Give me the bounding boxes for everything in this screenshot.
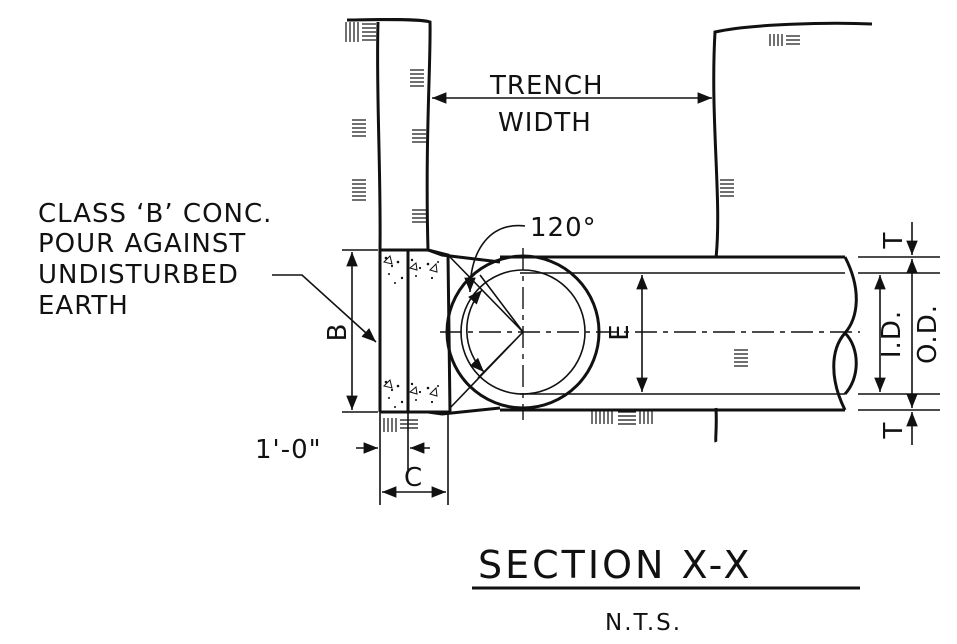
earth-hatching [345, 22, 800, 432]
dimension-od-label: O.D. [913, 304, 943, 364]
concrete-taper [427, 248, 452, 414]
trench-wall-right [712, 21, 873, 443]
angle-arc [466, 289, 485, 373]
note-line-3: UNDISTURBED [38, 260, 239, 290]
dimension-od-ext [858, 256, 940, 411]
dimension-t-top-label: T [879, 232, 909, 250]
angle-label: 120° [530, 213, 597, 243]
trench-width-label-line2: WIDTH [498, 108, 592, 138]
note-leader [272, 274, 377, 343]
trench-wall-left-outer [376, 21, 382, 251]
note-line-1: CLASS ‘B’ CONC. [38, 199, 272, 229]
dimension-c-label: C [404, 463, 423, 493]
note-line-4: EARTH [38, 291, 129, 321]
concrete-aggregate [383, 255, 440, 409]
dimension-b-label: B [323, 323, 353, 342]
dimension-id-label: I.D. [877, 310, 907, 358]
angle-leader [464, 224, 526, 293]
bearing-angle-lines [447, 254, 524, 409]
trench-width-label-line1: TRENCH [489, 71, 604, 101]
dimension-b-ext [342, 249, 378, 413]
dimension-one-foot-ext [379, 412, 449, 505]
pipe-break-end [832, 256, 858, 411]
note-line-2: POUR AGAINST [38, 229, 246, 259]
dimension-e-label: E [605, 323, 635, 340]
trench-wall-left [346, 18, 432, 251]
dimension-one-foot-label: 1'-0" [255, 435, 322, 465]
section-title: SECTION X-X [478, 543, 753, 587]
section-subtitle: N.T.S. [605, 610, 682, 636]
dimension-t-bottom-label: T [879, 422, 909, 440]
